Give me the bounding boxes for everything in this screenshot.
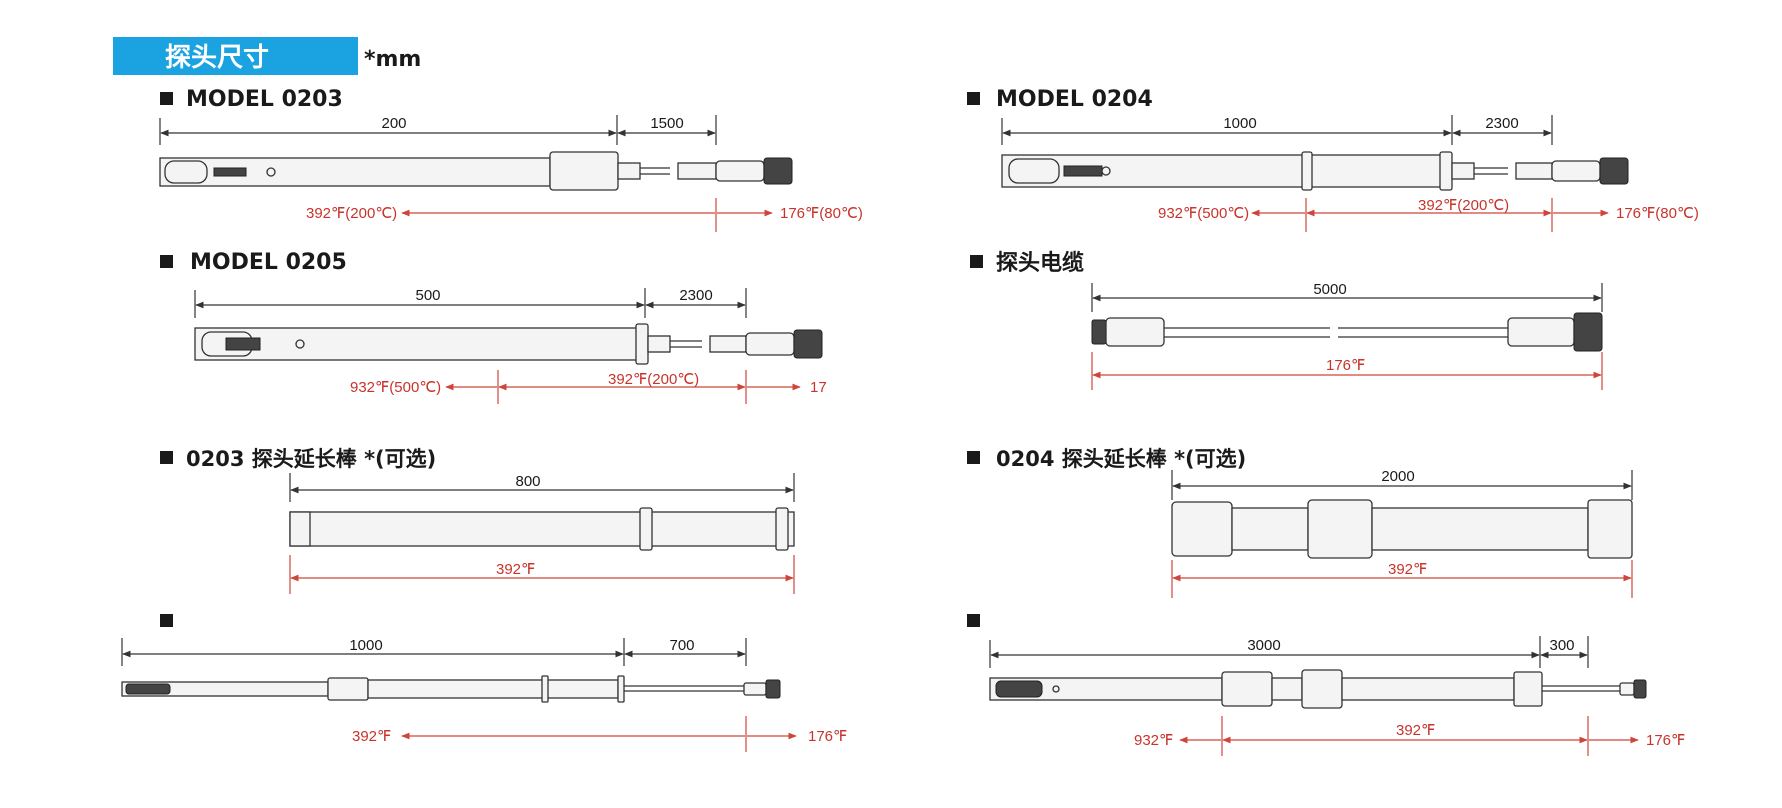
bullet-icon [967,451,980,464]
temperature-label: 176℉ [1326,357,1365,374]
temperature-label: 392℉(200℃) [306,205,397,222]
section-title: 0204 探头延长棒 *(可选) [996,447,1246,471]
section-model-0203: MODEL 0203 200 1500 392℉(200℃) 176℉(80℃) [159,87,863,232]
temperature-label: 176℉(80℃) [780,205,863,222]
temperature-label: 176℉ [808,728,847,745]
section-title: MODEL 0203 [186,87,343,112]
dimension-label: 500 [415,287,440,304]
dimension-label: 2300 [679,287,712,304]
dimension-label: 700 [669,637,694,654]
header-unit: *mm [364,47,421,72]
temperature-label: 392℉ [1388,561,1427,578]
temperature-label: 17 [810,379,827,396]
section-model-0205: MODEL 0205 500 2300 932℉(500℃) 392℉(200℃… [160,250,827,404]
temperature-label: 392℉(200℃) [608,371,699,388]
temperature-label: 392℉ [496,561,535,578]
dimension-label: 1500 [650,115,683,132]
section-title: 探头电缆 [996,250,1084,276]
header-bar [113,37,358,75]
section-0204-with-extension: 3000 300 932℉ 392℉ 176℉ [967,614,1685,756]
section-0204-extension-rod: 0204 探头延长棒 *(可选) 2000 392℉ [967,447,1633,598]
section-probe-cable: 探头电缆 5000 176℉ [970,250,1603,390]
bullet-icon [970,255,983,268]
temperature-label: 176℉ [1646,732,1685,749]
temperature-label: 932℉(500℃) [350,379,441,396]
dimension-label: 5000 [1313,281,1346,298]
section-model-0204: MODEL 0204 1000 2300 932℉(500℃) 392℉(200… [967,87,1699,232]
section-0203-extension-rod: 0203 探头延长棒 *(可选) 800 392℉ [160,447,795,594]
temperature-label: 176℉(80℃) [1616,205,1699,222]
bullet-icon [160,255,173,268]
bullet-icon [967,614,980,627]
section-0203-with-extension: 1000 700 392℉ 176℉ [121,614,847,752]
temperature-label: 932℉(500℃) [1158,205,1249,222]
bullet-icon [160,614,173,627]
dimension-label: 2000 [1381,468,1414,485]
bullet-icon [967,92,980,105]
bullet-icon [160,92,173,105]
dimension-label: 300 [1549,637,1574,654]
dimension-label: 2300 [1485,115,1518,132]
dimension-label: 200 [381,115,406,132]
dimension-label: 1000 [349,637,382,654]
section-title: MODEL 0205 [190,250,347,275]
temperature-label: 392℉(200℃) [1418,197,1509,214]
temperature-label: 392℉ [352,728,391,745]
header-title: 探头尺寸 [165,43,269,73]
dimension-label: 3000 [1247,637,1280,654]
section-title: MODEL 0204 [996,87,1153,112]
dimension-label: 800 [515,473,540,490]
dimension-label: 1000 [1223,115,1256,132]
bullet-icon [160,451,173,464]
temperature-label: 392℉ [1396,722,1435,739]
section-title: 0203 探头延长棒 *(可选) [186,447,436,471]
temperature-label: 932℉ [1134,732,1173,749]
